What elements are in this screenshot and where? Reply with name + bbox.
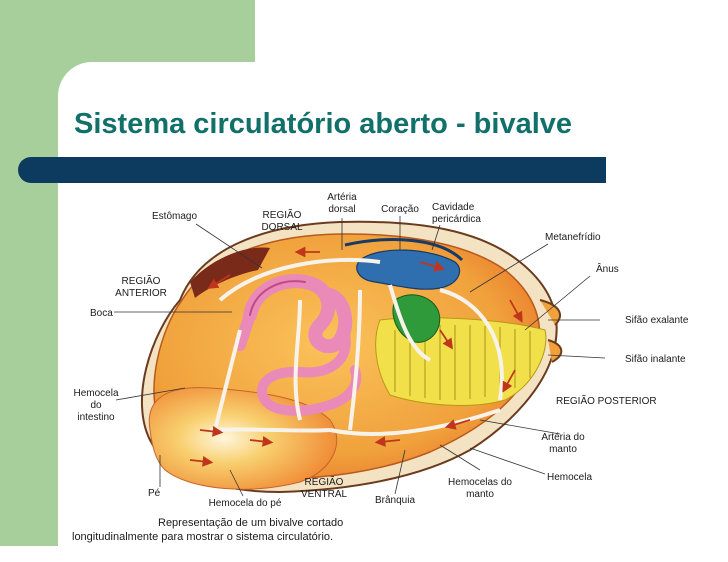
label-branquia: Brânquia xyxy=(375,495,415,506)
title-underline-bar xyxy=(18,157,606,183)
label-coracao: Coração xyxy=(381,204,419,215)
label-sifao-exalante: Sifão exalante xyxy=(625,315,689,326)
leader-lines xyxy=(114,216,606,497)
label-hemocela: Hemocela xyxy=(547,472,592,483)
vessels xyxy=(209,257,504,436)
figure-caption: Representação de um bivalve cortado long… xyxy=(72,517,343,543)
label-regiao-posterior: REGIÃO POSTERIOR xyxy=(556,394,657,407)
slide-title: Sistema circulatório aberto - bivalve xyxy=(74,108,573,140)
siphons xyxy=(539,299,563,363)
label-metanefridio: Metanefrídio xyxy=(545,232,601,243)
label-sifao-inalante: Sifão inalante xyxy=(625,354,686,365)
label-hemocela-do-pe: Hemocela do pé xyxy=(209,498,282,509)
digestive-tract xyxy=(234,274,362,416)
caption-line-1: Representação de um bivalve cortado xyxy=(158,517,343,529)
caption-line-2: longitudinalmente para mostrar o sistema… xyxy=(72,531,333,543)
label-anus: Ânus xyxy=(596,262,619,275)
flow-arrows xyxy=(189,246,523,467)
label-pe: Pé xyxy=(148,488,161,499)
heart xyxy=(344,238,464,343)
label-boca: Boca xyxy=(90,308,113,319)
label-estomago: Estômago xyxy=(152,211,197,222)
